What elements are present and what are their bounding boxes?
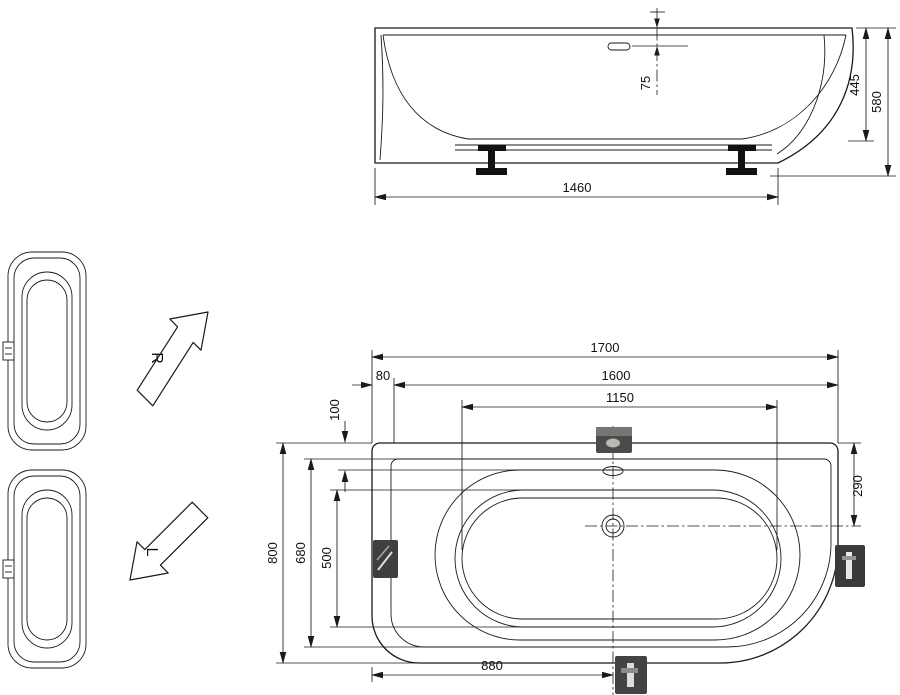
arrow-right-up: R	[136, 311, 209, 407]
basin-bottom	[461, 497, 778, 620]
dim-label-1460: 1460	[563, 180, 592, 195]
dim-label-100: 100	[327, 399, 342, 421]
arrow-left-down: L	[129, 501, 209, 581]
dim-label-1700: 1700	[591, 340, 620, 355]
orientation-icons: R L	[2, 251, 209, 669]
icon-faucet-mark	[2, 341, 15, 361]
tub-plan-inner-rim	[390, 458, 832, 648]
orientation-label-l: L	[143, 548, 160, 557]
dimension-100: 100	[327, 399, 520, 492]
tub-icon-left-version	[2, 469, 87, 669]
dimension-680: 680	[293, 458, 424, 648]
dimension-500: 500	[319, 489, 523, 628]
dim-label-880: 880	[481, 658, 503, 673]
basin-outer	[434, 469, 801, 641]
faucet-detail-marker	[596, 427, 632, 453]
dimension-580: 580	[770, 27, 896, 177]
bottom-detail-marker	[615, 656, 647, 694]
tub-side-bowl	[382, 34, 847, 140]
dimension-1460: 1460	[374, 168, 779, 205]
dim-label-290: 290	[850, 475, 865, 497]
deck-hole	[607, 42, 631, 51]
foot-right	[726, 145, 757, 175]
foot-left	[476, 145, 507, 175]
orientation-label-r: R	[148, 352, 165, 364]
overflow-hole	[602, 466, 624, 476]
dim-label-80: 80	[376, 368, 390, 383]
dimension-1700: 1700	[371, 340, 839, 443]
dim-label-800: 800	[265, 542, 280, 564]
dimension-75: 75	[632, 8, 688, 95]
dim-label-1600: 1600	[602, 368, 631, 383]
tub-icon-right-version	[2, 251, 87, 451]
dimension-80: 80	[352, 368, 390, 389]
support-frame	[455, 144, 772, 151]
dimension-1600: 1600	[393, 368, 839, 443]
dimension-880: 880	[371, 658, 614, 682]
dim-label-445: 445	[847, 74, 862, 96]
dimension-290: 290	[838, 442, 865, 527]
dim-label-580: 580	[869, 91, 884, 113]
tub-side-contour-right	[776, 34, 826, 155]
dim-label-500: 500	[319, 547, 334, 569]
plan-view: 1700 1600 80 1150 100	[265, 340, 865, 695]
icon-faucet-mark	[2, 559, 15, 579]
side-view: 75 445 580 1460	[374, 8, 896, 205]
dimension-1150: 1150	[461, 390, 778, 550]
basin-mid	[454, 489, 782, 628]
dim-label-1150: 1150	[606, 390, 634, 405]
drain	[601, 514, 625, 538]
dimension-800: 800	[265, 442, 419, 664]
dim-label-680: 680	[293, 542, 308, 564]
tub-plan-outline	[371, 442, 839, 664]
tub-side-contour-left	[379, 34, 384, 161]
dim-label-75: 75	[638, 76, 653, 90]
right-detail-marker	[835, 545, 865, 587]
tub-side-outline	[374, 27, 854, 164]
dimension-445: 445	[847, 27, 896, 142]
left-detail-marker	[373, 540, 398, 578]
